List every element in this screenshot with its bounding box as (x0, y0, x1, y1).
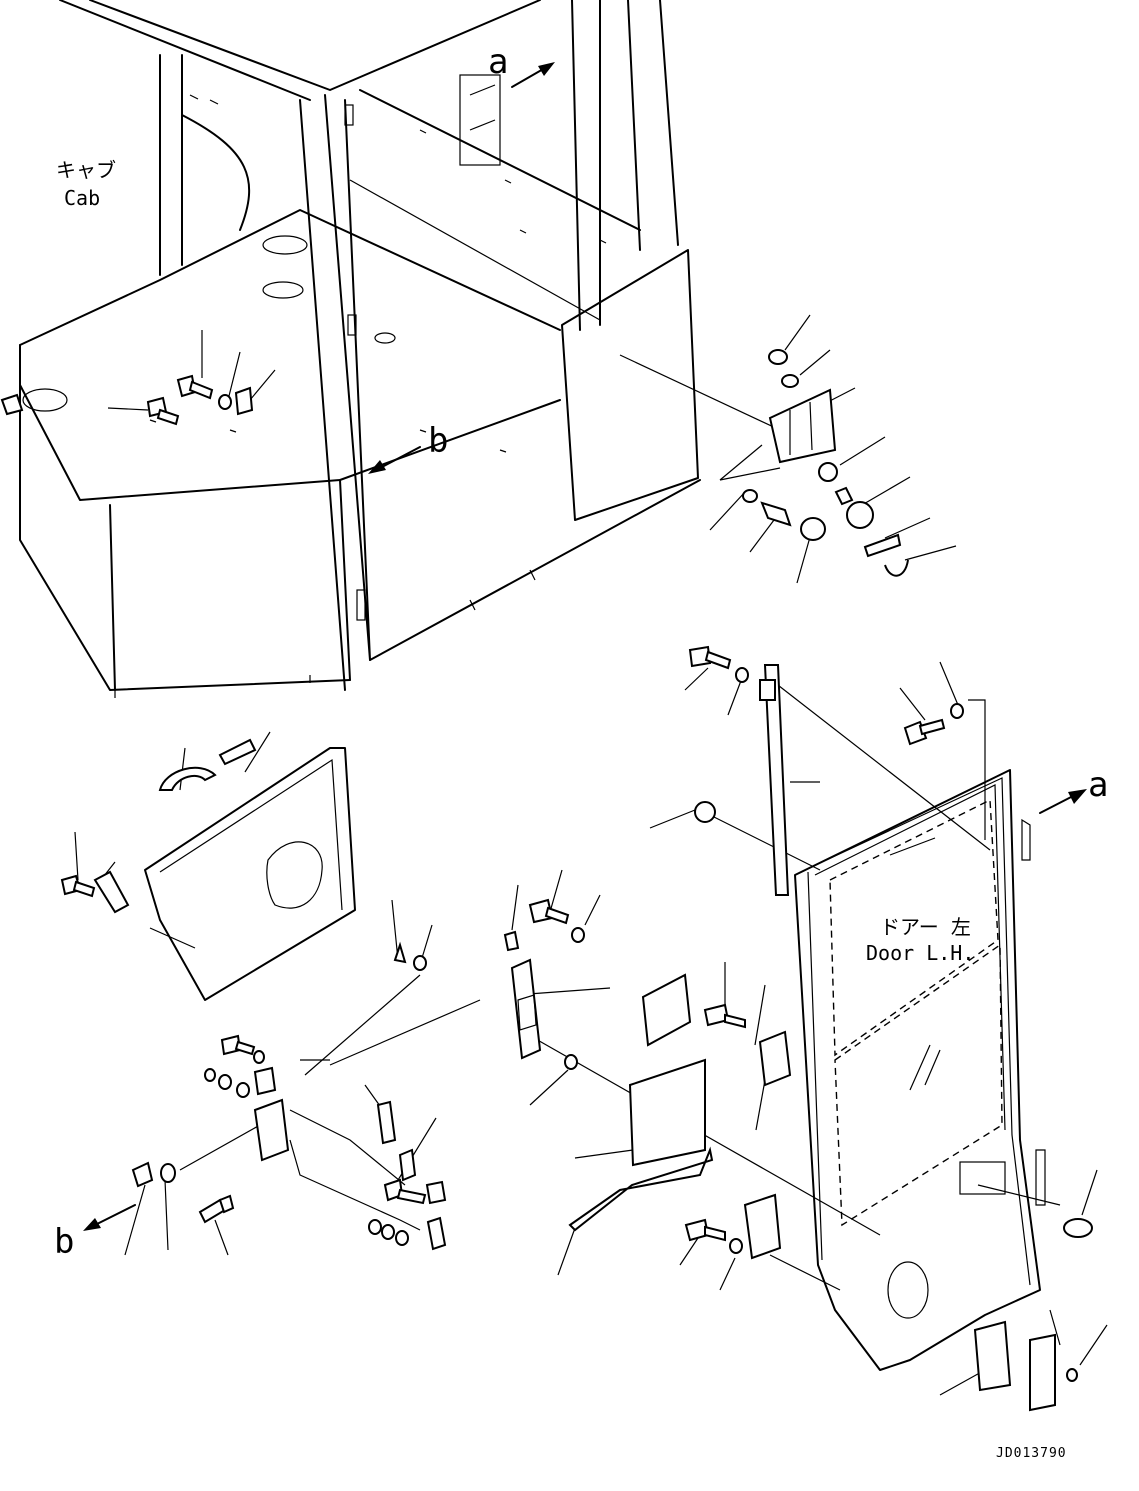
ref-a-top: a (488, 42, 509, 82)
door-parts (568, 645, 1093, 1412)
door-label-en: Door L.H. (866, 941, 975, 965)
drawing-id: JD013790 (996, 1446, 1067, 1461)
ref-a-door: a (1088, 765, 1109, 805)
cab-label-jp: キャブ (56, 158, 116, 182)
ref-b-lock: b (54, 1222, 75, 1262)
cab-frame (19, 0, 701, 698)
door-label-jp: ドアー 左 (880, 915, 971, 939)
ref-b-cab: b (428, 421, 449, 461)
cab-label-en: Cab (64, 186, 101, 210)
trim-panel-and-lock (0, 374, 585, 1251)
bracket-assembly (742, 349, 909, 577)
leader-lines (74, 314, 1108, 1396)
reference-arrows (83, 62, 1087, 1231)
door-lh (794, 769, 1046, 1371)
